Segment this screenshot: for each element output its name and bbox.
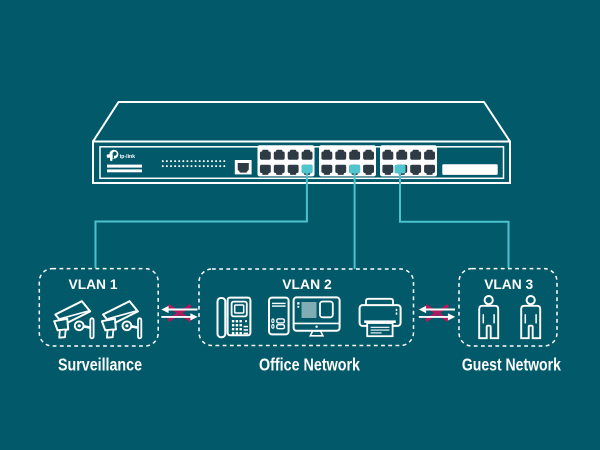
svg-text:Guest Network: Guest Network — [462, 354, 561, 374]
svg-text:VLAN 3: VLAN 3 — [484, 277, 533, 293]
svg-text:Surveillance: Surveillance — [58, 354, 142, 374]
svg-text:VLAN 2: VLAN 2 — [282, 277, 332, 293]
svg-text:tp-link: tp-link — [120, 154, 136, 160]
svg-text:Office Network: Office Network — [259, 354, 360, 374]
svg-text:VLAN 1: VLAN 1 — [69, 277, 118, 293]
